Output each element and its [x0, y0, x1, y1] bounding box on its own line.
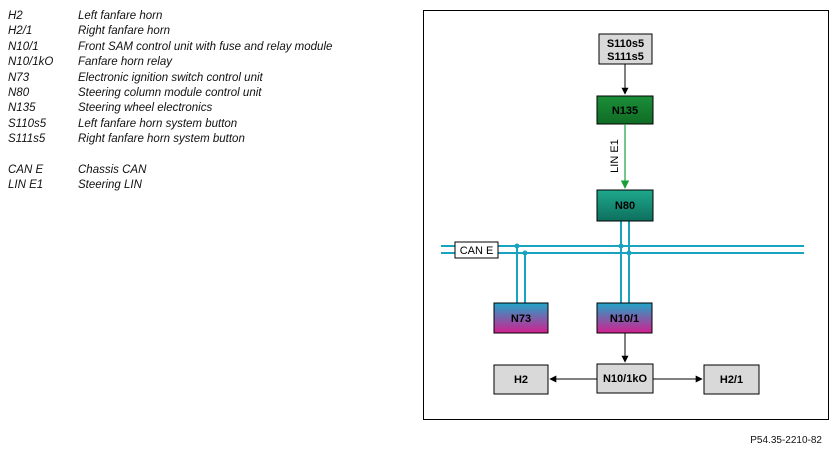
diagram-frame — [423, 10, 829, 420]
legend-desc: Left fanfare horn system button — [78, 117, 238, 130]
legend-row: S111s5 Right fanfare horn system button — [8, 132, 332, 147]
n10-1-label: N10/1 — [610, 313, 639, 325]
n80-box — [596, 189, 654, 222]
n73-box — [493, 302, 549, 334]
legend-desc: Front SAM control unit with fuse and rel… — [78, 40, 333, 53]
legend-row: S110s5 Left fanfare horn system button — [8, 117, 332, 132]
legend-desc: Left fanfare horn — [78, 10, 163, 22]
figure-reference: P54.35-2210-82 — [750, 435, 822, 446]
legend-code: H2/1 — [8, 25, 33, 38]
junction-dot — [514, 243, 520, 249]
legend-row: LIN E1 Steering LIN — [8, 178, 332, 193]
legend-desc: Steering LIN — [78, 178, 142, 191]
junction-dot — [626, 250, 632, 256]
legend-row: N73 Electronic ignition switch control un… — [8, 71, 332, 86]
legend-row: H2 Left fanfare horn — [8, 9, 332, 24]
legend-desc: Right fanfare horn — [78, 25, 171, 38]
n135-label: N135 — [612, 105, 638, 117]
n10-1ko-relay-box — [596, 363, 654, 394]
s110s5-label: S110s5 — [607, 38, 644, 50]
s111s5-label: S111s5 — [607, 51, 644, 63]
legend-desc: Fanfare horn relay — [78, 56, 172, 69]
h2-label: H2 — [514, 374, 528, 386]
n73-label: N73 — [511, 313, 531, 325]
legend-desc: Steering column module control unit — [78, 86, 262, 99]
junction-dot — [618, 243, 624, 249]
n135-box — [596, 95, 654, 125]
legend-desc: Electronic ignition switch control unit — [78, 71, 263, 84]
lin-e1-label: LIN E1 — [609, 139, 621, 173]
n10-1ko-label: N10/1kO — [603, 373, 647, 385]
legend-desc: Chassis CAN — [78, 163, 147, 176]
junction-dot — [522, 250, 528, 256]
legend-row: N10/1 Front SAM control unit with fuse an… — [8, 40, 332, 55]
legend-code: S111s5 — [8, 133, 46, 146]
h2-1-label: H2/1 — [720, 374, 743, 386]
n10-1-box — [596, 302, 653, 334]
legend-code: N80 — [8, 86, 30, 99]
legend-code: H2 — [8, 10, 23, 22]
legend-row: CAN E Chassis CAN — [8, 163, 332, 178]
h2-box — [493, 364, 549, 395]
legend-row: N80 Steering column module control unit — [8, 86, 332, 101]
legend-code: LIN E1 — [8, 178, 44, 191]
legend-desc: Right fanfare horn system button — [78, 133, 245, 146]
legend-code: N10/1kO — [8, 56, 54, 69]
legend-desc: Steering wheel electronics — [78, 102, 213, 115]
legend-row: H2/1 Right fanfare horn — [8, 24, 332, 39]
can-e-label-box — [454, 241, 499, 259]
legend-row: N10/1kO Fanfare horn relay — [8, 55, 332, 70]
legend-code: CAN E — [8, 163, 44, 176]
legend-code: N73 — [8, 71, 30, 84]
legend-code: S110s5 — [8, 117, 47, 130]
legend-code: N10/1 — [8, 40, 39, 53]
h2-1-box — [703, 364, 760, 395]
n80-label: N80 — [615, 200, 635, 212]
s110s5-s111s5-box — [598, 33, 653, 65]
legend-row: N135 Steering wheel electronics — [8, 101, 332, 116]
can-e-label: CAN E — [460, 245, 494, 257]
legend-code: N135 — [8, 102, 36, 115]
